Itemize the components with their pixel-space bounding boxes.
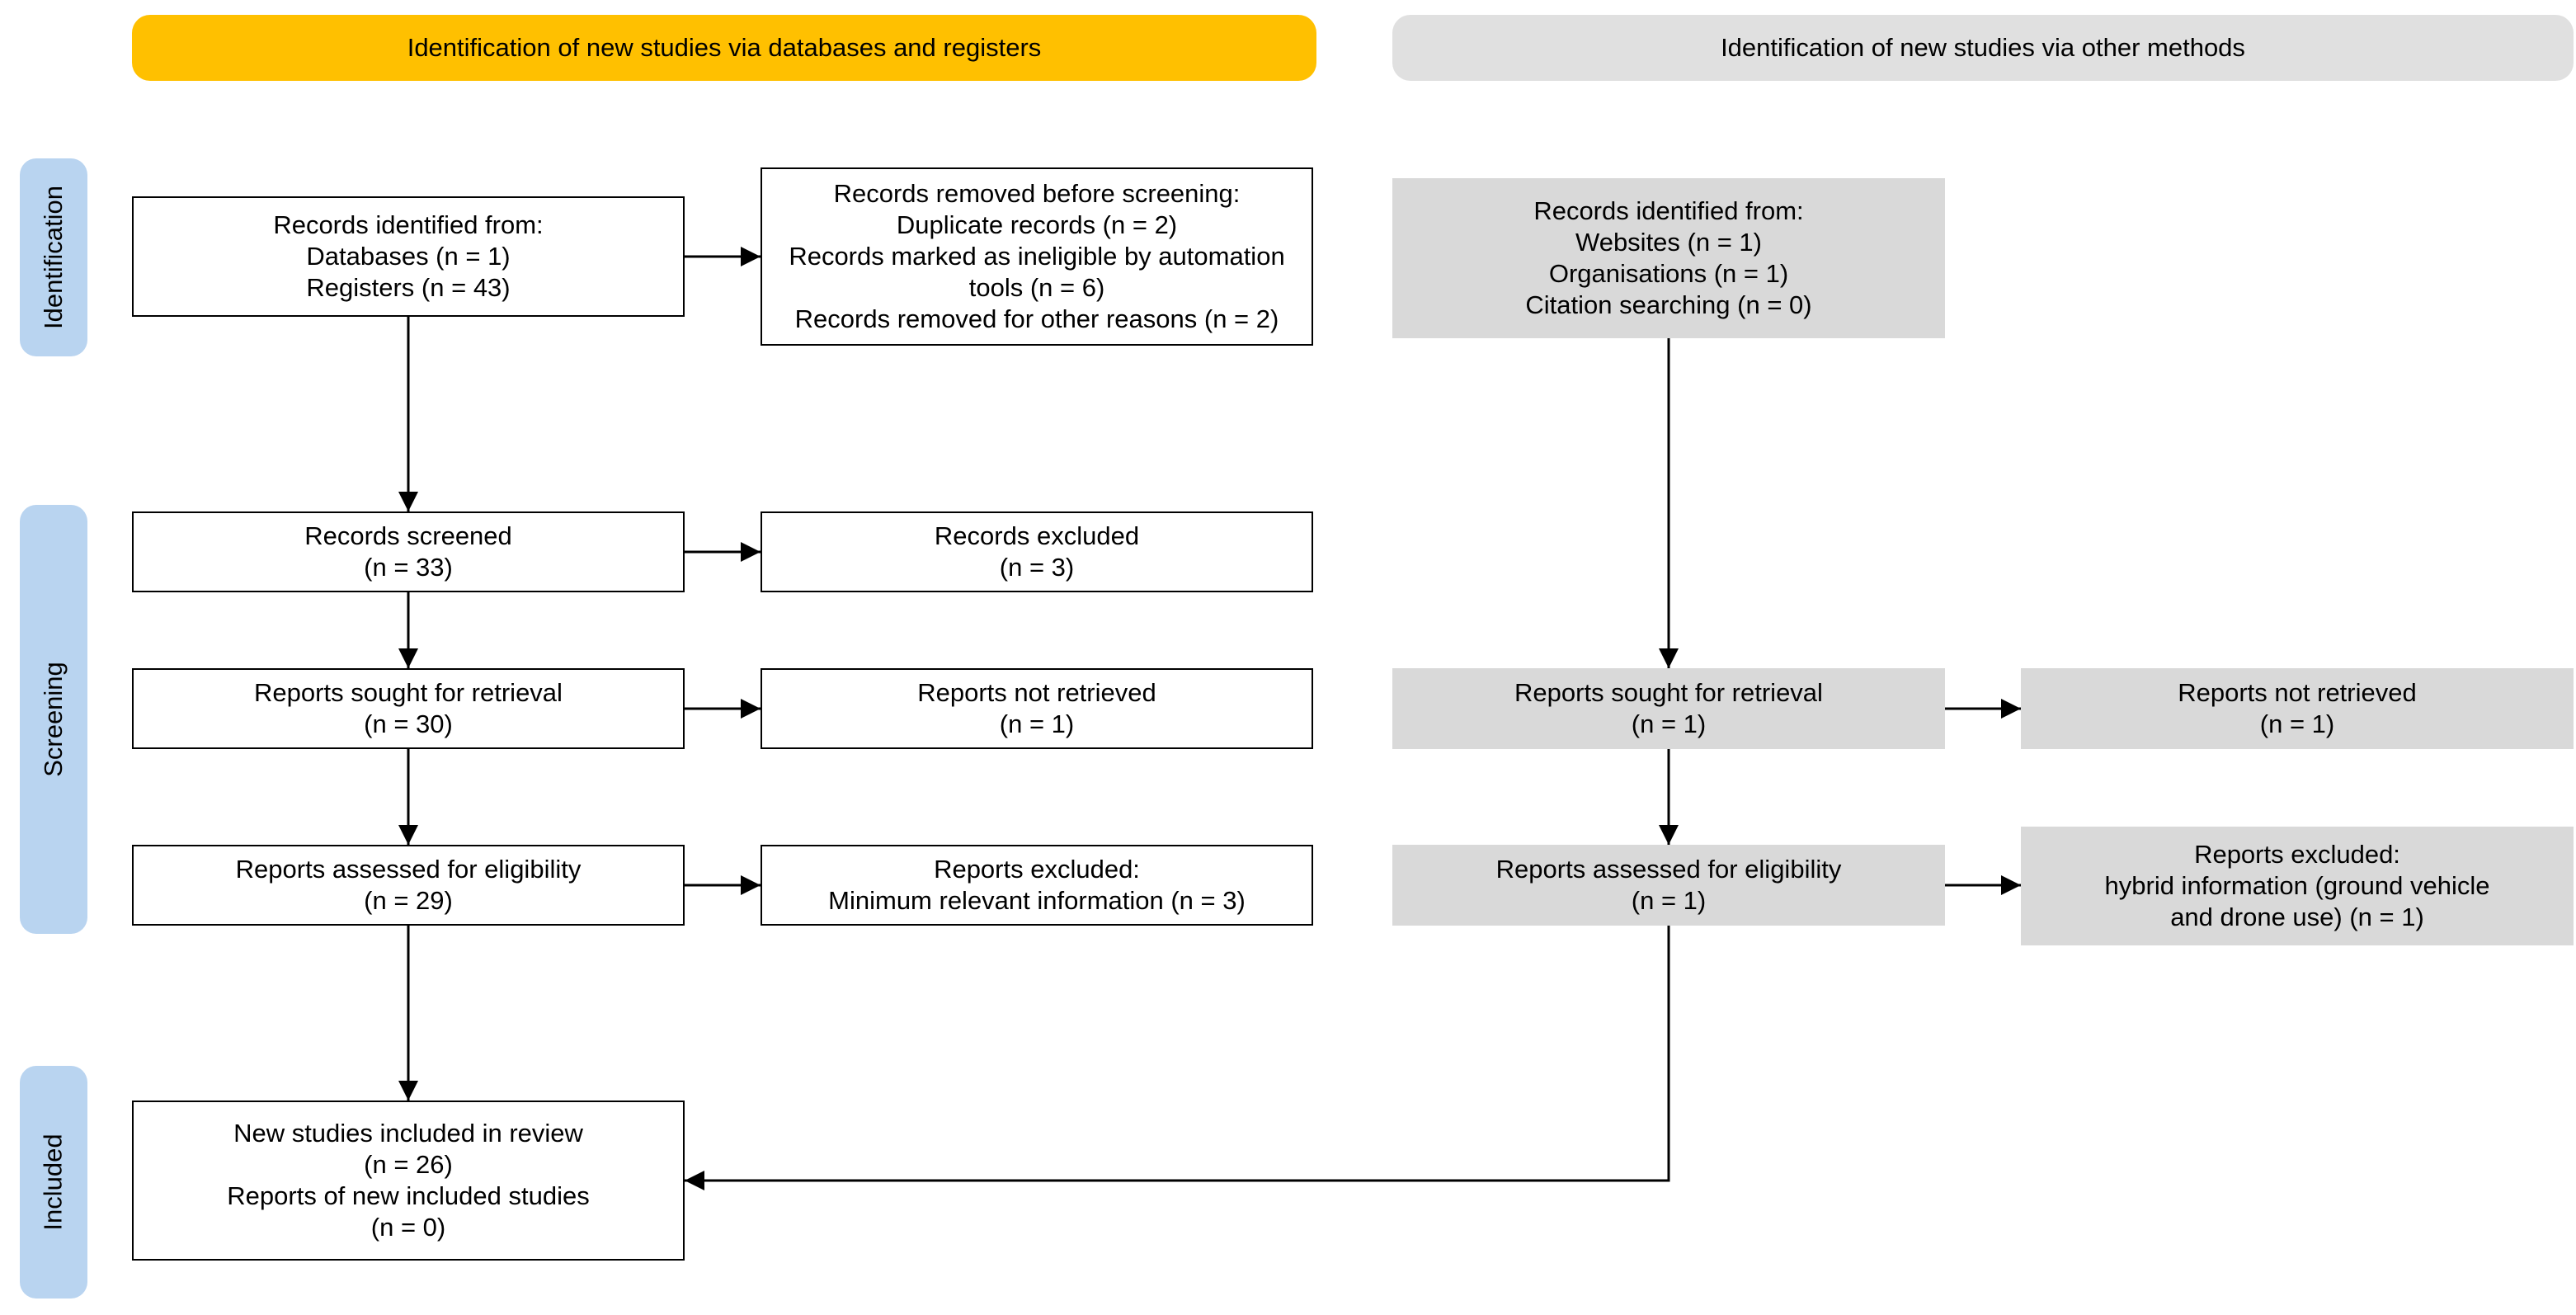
text-line: Websites (n = 1) [1575, 228, 1762, 257]
text-line: Records identified from: [1533, 196, 1804, 225]
reports-assessed-other-box: Reports assessed for eligibility (n = 1) [1392, 845, 1945, 926]
text-line: Reports excluded: [2194, 840, 2400, 869]
text-line: (n = 1) [999, 709, 1075, 738]
text-line: Reports sought for retrieval [254, 678, 563, 707]
text-line: (n = 1) [1631, 709, 1707, 738]
reports-excluded-db-box: Reports excluded: Minimum relevant infor… [761, 845, 1313, 926]
text-line: Records screened [304, 521, 512, 550]
text-line: Reports of new included studies [227, 1181, 590, 1210]
text-line: Reports assessed for eligibility [235, 855, 582, 884]
records-excluded-box: Records excluded (n = 3) [761, 511, 1313, 592]
text-line: (n = 29) [364, 886, 453, 915]
text-line: Reports assessed for eligibility [1495, 855, 1842, 884]
arrow-other-assessed-to-included [685, 926, 1670, 1190]
text-line: tools (n = 6) [968, 273, 1105, 302]
text-line: Databases (n = 1) [306, 242, 511, 271]
reports-excluded-other-box: Reports excluded: hybrid information (gr… [2021, 827, 2574, 945]
text-line: and drone use) (n = 1) [2170, 903, 2424, 931]
phase-included: Included [20, 1066, 87, 1299]
text-line: Records marked as ineligible by automati… [789, 242, 1285, 271]
text-line: (n = 1) [1631, 886, 1707, 915]
records-removed-box: Records removed before screening: Duplic… [761, 167, 1313, 346]
text-line: Organisations (n = 1) [1548, 259, 1789, 288]
text-line: Reports not retrieved [2178, 678, 2417, 707]
text-line: (n = 30) [364, 709, 453, 738]
text-line: (n = 3) [999, 553, 1075, 582]
text-line: Records excluded [934, 521, 1140, 550]
header-other-methods: Identification of new studies via other … [1392, 15, 2574, 81]
phase-identification: Identification [20, 158, 87, 356]
text-line: Reports not retrieved [917, 678, 1156, 707]
text-line: Reports sought for retrieval [1514, 678, 1823, 707]
reports-not-retrieved-other-box: Reports not retrieved (n = 1) [2021, 668, 2574, 749]
text-line: (n = 1) [2259, 709, 2335, 738]
text-line: Records removed before screening: [833, 179, 1241, 208]
records-identified-db-box: Records identified from: Databases (n = … [132, 196, 685, 317]
reports-assessed-db-box: Reports assessed for eligibility (n = 29… [132, 845, 685, 926]
reports-sought-db-box: Reports sought for retrieval (n = 30) [132, 668, 685, 749]
header-other-methods-label: Identification of new studies via other … [1721, 33, 2245, 62]
text-line: Reports excluded: [934, 855, 1140, 884]
text-line: (n = 0) [370, 1213, 446, 1242]
text-line: Records identified from: [273, 210, 544, 239]
text-line: (n = 33) [364, 553, 453, 582]
text-line: Minimum relevant information (n = 3) [828, 886, 1246, 915]
records-screened-box: Records screened (n = 33) [132, 511, 685, 592]
studies-included-box: New studies included in review (n = 26) … [132, 1101, 685, 1261]
text-line: Citation searching (n = 0) [1525, 290, 1812, 319]
text-line: Registers (n = 43) [306, 273, 511, 302]
text-line: (n = 26) [364, 1150, 453, 1179]
records-identified-other-box: Records identified from: Websites (n = 1… [1392, 178, 1945, 338]
text-line: Duplicate records (n = 2) [896, 210, 1178, 239]
text-line: Records removed for other reasons (n = 2… [794, 304, 1279, 333]
phase-screening: Screening [20, 505, 87, 934]
header-databases-registers-label: Identification of new studies via databa… [407, 33, 1042, 62]
header-databases-registers: Identification of new studies via databa… [132, 15, 1316, 81]
text-line: hybrid information (ground vehicle [2104, 871, 2490, 900]
reports-not-retrieved-db-box: Reports not retrieved (n = 1) [761, 668, 1313, 749]
reports-sought-other-box: Reports sought for retrieval (n = 1) [1392, 668, 1945, 749]
text-line: New studies included in review [233, 1119, 583, 1148]
